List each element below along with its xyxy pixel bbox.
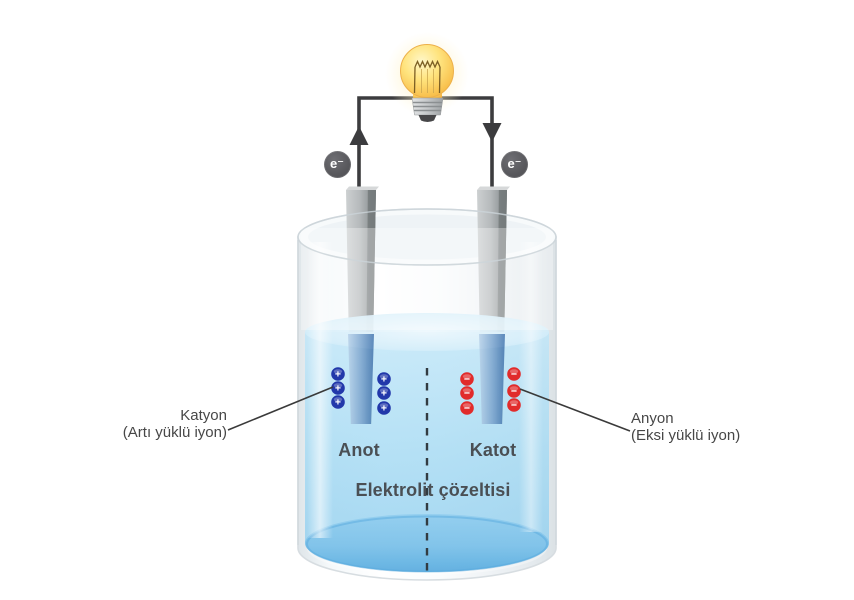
ion-anion: − — [460, 372, 474, 386]
cation-pointer-line — [227, 386, 334, 431]
cathode-submerged — [479, 334, 505, 424]
bulb-filament — [413, 59, 441, 94]
ion-anion: − — [507, 398, 521, 412]
cation-label: Katyon (Artı yüklü iyon) — [123, 407, 227, 441]
solution-label: Elektrolit çözeltisi — [355, 480, 511, 500]
ions-layer: + + + + + + − − − − − − — [331, 367, 521, 415]
ion-cation: + — [331, 367, 345, 381]
svg-text:+: + — [381, 388, 387, 400]
svg-text:−: − — [464, 374, 470, 386]
anion-label-title: Anyon — [631, 410, 674, 427]
svg-text:−: − — [464, 403, 470, 415]
svg-text:+: + — [381, 403, 387, 415]
anode-submerged — [348, 334, 374, 424]
ion-cation: + — [377, 386, 391, 400]
svg-text:+: + — [335, 397, 341, 409]
ion-anion: − — [460, 401, 474, 415]
cathode-label: Katot — [469, 440, 517, 460]
electrolyte-solution — [305, 313, 549, 573]
svg-text:+: + — [335, 369, 341, 381]
electron-badge-right: e⁻ — [501, 150, 528, 178]
anion-label-subtitle: (Eksi yüklü iyon) — [631, 427, 741, 444]
anion-label: Anyon (Eksi yüklü iyon) — [631, 410, 740, 444]
ion-anion: − — [460, 386, 474, 400]
ion-cation: + — [377, 372, 391, 386]
svg-text:+: + — [335, 383, 341, 395]
svg-text:+: + — [381, 374, 387, 386]
light-bulb-icon — [385, 32, 469, 122]
anion-pointer-line — [519, 388, 631, 432]
ion-cation: + — [331, 381, 345, 395]
ion-cation: + — [377, 401, 391, 415]
electron-flow-arrow-down — [482, 123, 502, 142]
bulb-contact-tip — [418, 115, 437, 122]
ion-anion: − — [507, 384, 521, 398]
svg-text:−: − — [511, 386, 517, 398]
svg-text:−: − — [511, 400, 517, 412]
svg-text:−: − — [511, 369, 517, 381]
glass-reflections — [297, 208, 557, 545]
cation-label-subtitle: (Artı yüklü iyon) — [122, 424, 227, 441]
ion-anion: − — [507, 367, 521, 381]
anode-label: Anot — [338, 440, 380, 460]
electron-badge-left: e⁻ — [323, 150, 351, 178]
ion-cation: + — [331, 395, 345, 409]
cation-label-title: Katyon — [180, 407, 227, 424]
electron-flow-arrow-up — [349, 126, 369, 145]
svg-text:−: − — [464, 388, 470, 400]
